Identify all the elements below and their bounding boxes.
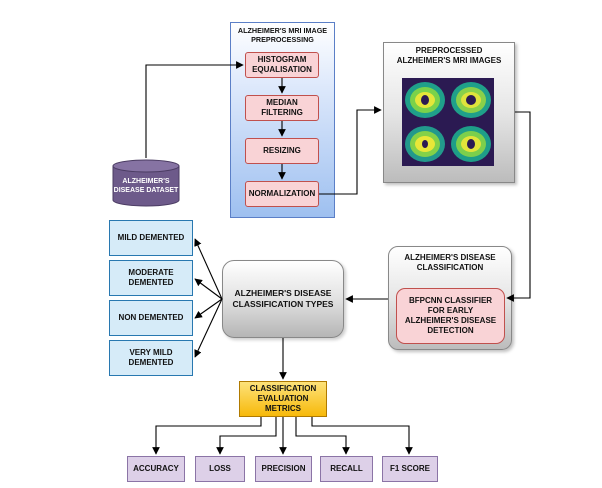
metric-f1-score: F1 SCORE [382,456,438,482]
metric-loss: LOSS [195,456,245,482]
step-normalization: NORMALIZATION [245,181,319,207]
mri-brain-image [449,123,493,165]
mri-brain-image [403,123,447,165]
preprocessing-title: ALZHEIMER'S MRI IMAGE PREPROCESSING [237,26,328,44]
evaluation-metrics-box: CLASSIFICATION EVALUATION METRICS [239,381,327,417]
mri-brain-image [449,79,493,121]
metric-recall: RECALL [320,456,373,482]
classification-title: ALZHEIMER'S DISEASE CLASSIFICATION [404,253,496,272]
type-mild-demented: MILD DEMENTED [109,220,193,256]
metric-precision: PRECISION [255,456,312,482]
preprocessed-title: PREPROCESSED ALZHEIMER'S MRI IMAGES [396,46,502,65]
mri-brain-image [403,79,447,121]
type-moderate-demented: MODERATE DEMENTED [109,260,193,296]
classification-types-box: ALZHEIMER'S DISEASE CLASSIFICATION TYPES [222,260,344,338]
mri-image-grid [402,78,494,166]
metric-accuracy: ACCURACY [127,456,185,482]
type-very-mild-demented: VERY MILD DEMENTED [109,340,193,376]
step-resizing: RESIZING [245,138,319,164]
dataset-cylinder-icon [112,159,180,207]
step-histogram-equalisation: HISTOGRAM EQUALISATION [245,52,319,78]
type-non-demented: NON DEMENTED [109,300,193,336]
bfpcnn-classifier-box: BFPCNN CLASSIFIER FOR EARLY ALZHEIMER'S … [396,288,505,344]
dataset-label: ALZHEIMER'S DISEASE DATASET [113,178,179,194]
step-median-filtering: MEDIAN FILTERING [245,95,319,121]
